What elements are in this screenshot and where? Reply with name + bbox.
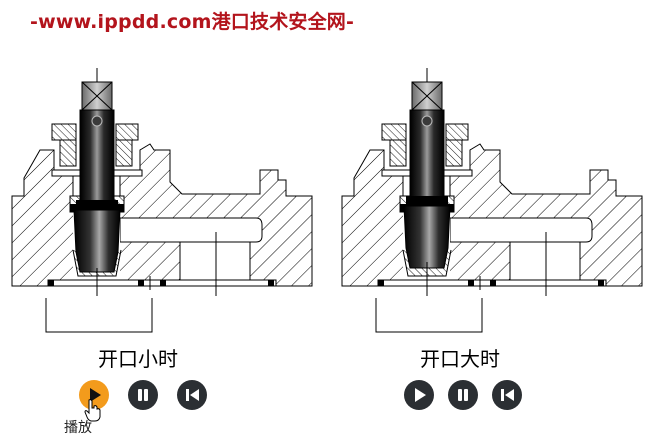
caption-large-opening: 开口大时 [420, 347, 500, 371]
play-icon [404, 380, 434, 410]
play-button[interactable] [403, 379, 435, 411]
restart-button[interactable] [176, 379, 208, 411]
skip-back-icon [177, 380, 207, 410]
valve-large-opening [341, 68, 643, 333]
pause-icon [448, 380, 478, 410]
play-button[interactable] [78, 379, 110, 411]
pause-button[interactable] [447, 379, 479, 411]
play-icon [79, 380, 109, 410]
site-banner[interactable]: -www.ippdd.com港口技术安全网- [30, 11, 355, 33]
restart-button[interactable] [491, 379, 523, 411]
caption-small-opening: 开口小时 [98, 347, 178, 371]
skip-back-icon [492, 380, 522, 410]
valve-small-opening [11, 68, 313, 333]
pause-button[interactable] [127, 379, 159, 411]
pause-icon [128, 380, 158, 410]
play-tooltip: 播放 [64, 420, 92, 436]
